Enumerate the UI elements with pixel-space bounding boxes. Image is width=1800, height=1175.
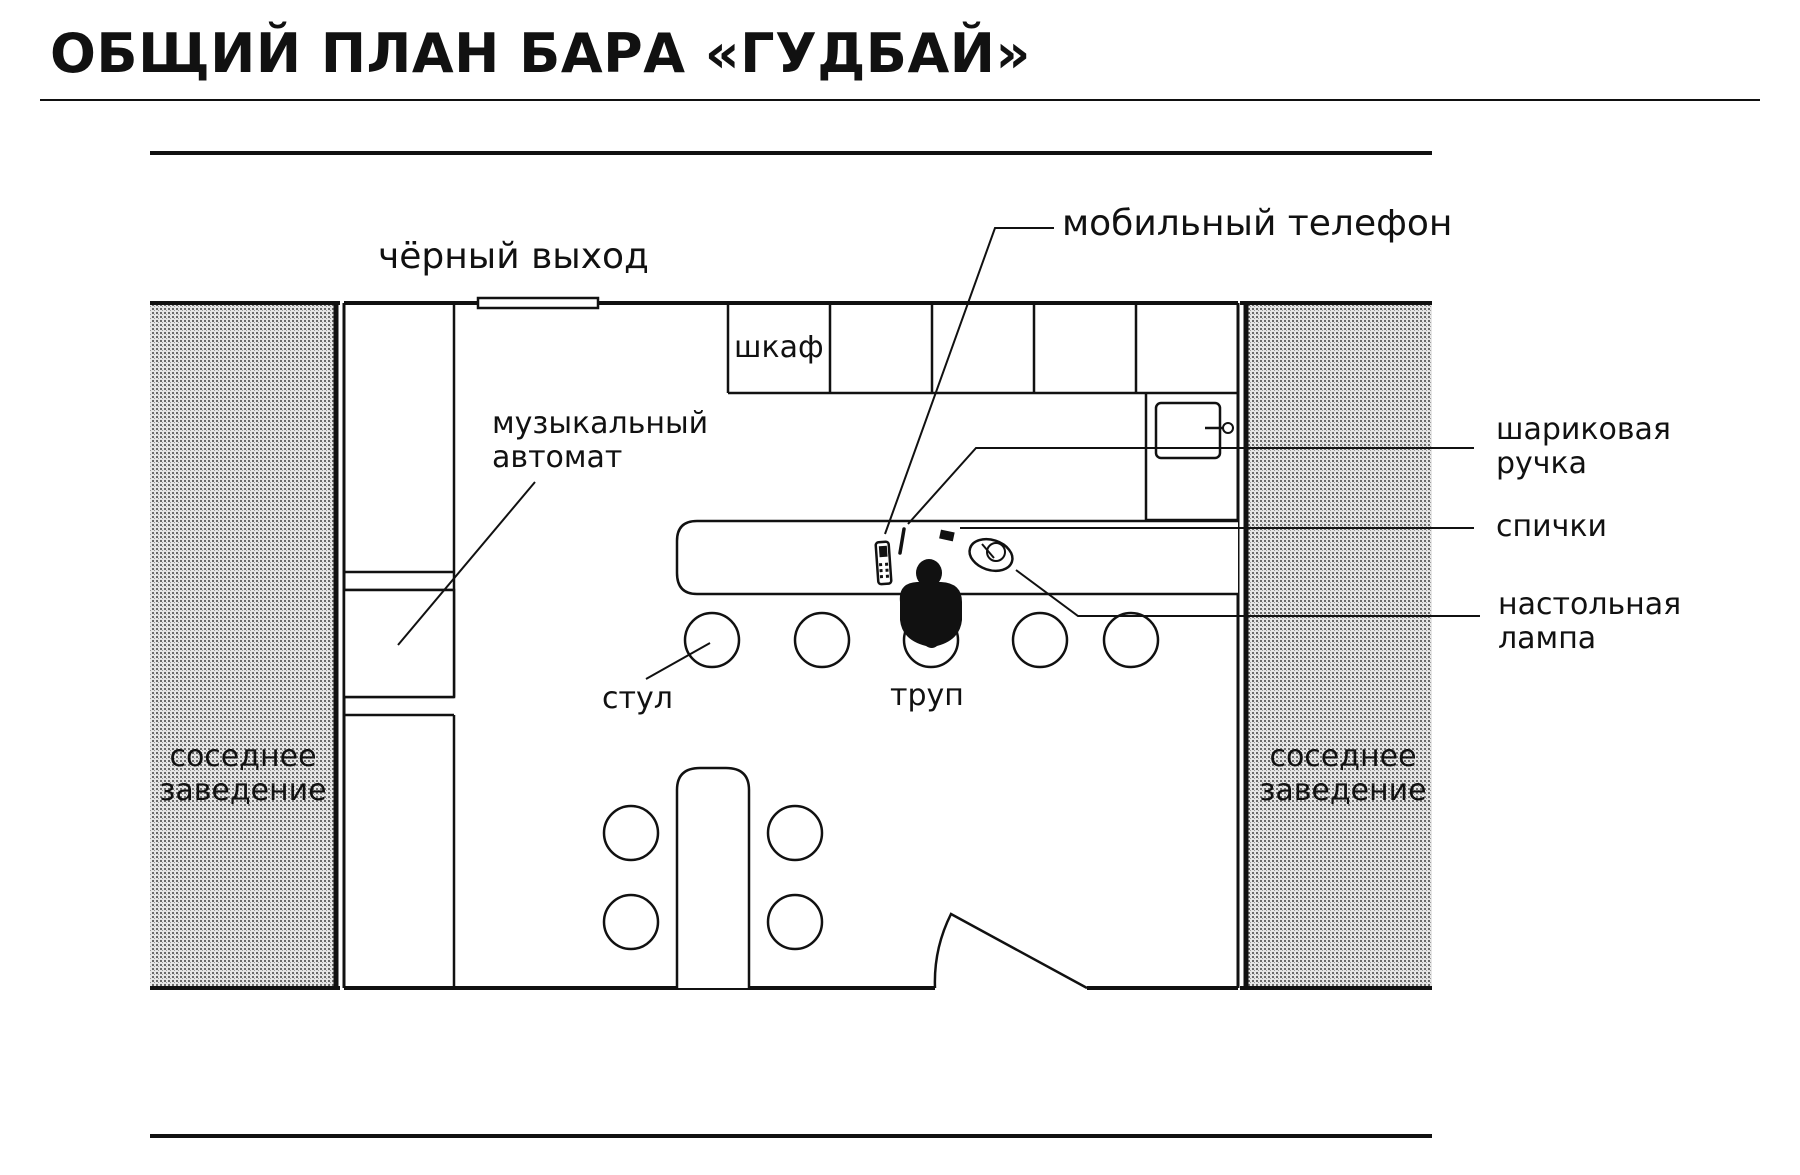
leader-mobile-phone [884,227,1054,535]
leader-chair [645,642,711,680]
sink [1154,401,1234,460]
chair-icon [602,893,660,951]
chair-icon [766,804,824,862]
desk-lamp-label-line2: лампа [1498,621,1596,656]
back-exit-label: чёрный выход [378,236,649,277]
page-title: ОБЩИЙ ПЛАН БАРА «ГУДБАЙ» [50,22,1031,85]
corpse-icon [899,559,962,648]
chair-icon [766,893,824,951]
chair-icon [1011,611,1069,669]
leader-jukebox [397,481,536,646]
desk-lamp-label-line1: настольная [1498,587,1681,622]
jukebox-label-line1: музыкальный [492,406,708,441]
mobile-phone-label: мобильный телефон [1062,203,1452,244]
neighbor-left [150,301,346,990]
back-exit-door [476,296,600,310]
chair-icon [793,611,851,669]
neighbor-left-label-line2: заведение [159,773,326,808]
ballpoint-pen-icon [898,527,906,555]
cabinet-label: шкаф [734,330,824,365]
matches-icon [939,529,955,542]
table-chairs [602,804,824,951]
mobile-phone-icon [874,540,893,586]
leader-desk-lamp [1015,569,1480,617]
ballpoint-pen-label-line2: ручка [1496,446,1587,481]
matches-label: спички [1496,509,1607,544]
desk-lamp-icon [968,537,1014,573]
neighbor-right-label-line1: соседнее [1269,739,1416,774]
corpse-label: труп [890,678,964,713]
chair-icon [683,611,741,669]
long-table [675,766,751,988]
ballpoint-pen-label-line1: шариковая [1496,412,1671,447]
chair-label: стул [602,681,673,716]
leader-ballpoint-pen [907,447,1474,525]
jukebox-label-line2: автомат [492,440,622,475]
neighbor-right [1236,301,1432,990]
entrance-door [933,912,1088,990]
bar-counter [675,519,1238,596]
chair-icon [1102,611,1160,669]
chair-icon [602,804,660,862]
neighbor-left-label-line1: соседнее [169,739,316,774]
cabinet-row [726,303,1238,522]
neighbor-right-label-line2: заведение [1259,773,1426,808]
leader-lines [397,227,1480,680]
